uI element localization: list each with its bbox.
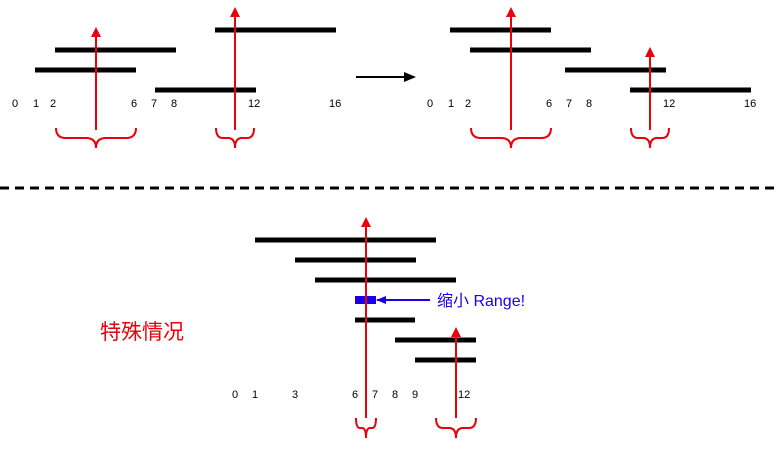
tick-label: 16 [329, 98, 341, 110]
tick-label: 1 [33, 98, 39, 110]
tick-label: 1 [252, 389, 258, 401]
tick-label: 1 [448, 98, 454, 110]
shrink-range-note: 缩小 Range! [437, 292, 525, 310]
tick-label: 2 [465, 98, 471, 110]
group-brace [55, 127, 137, 149]
tick-label: 7 [151, 98, 157, 110]
tick-label: 6 [352, 389, 358, 401]
tick-label: 12 [458, 389, 470, 401]
group-brace [215, 127, 255, 149]
tick-label: 8 [171, 98, 177, 110]
tick-label: 16 [744, 98, 756, 110]
tick-label: 12 [248, 98, 260, 110]
tick-label: 7 [566, 98, 572, 110]
tick-label: 8 [392, 389, 398, 401]
tick-label: 2 [50, 98, 56, 110]
tick-label: 7 [372, 389, 378, 401]
tick-label: 6 [546, 98, 552, 110]
tick-label: 9 [412, 389, 418, 401]
tick-label: 3 [292, 389, 298, 401]
panel-top-right: 0 1 2 6 7 8 12 16 [427, 7, 756, 149]
tick-label: 0 [232, 389, 238, 401]
tick-label: 0 [427, 98, 433, 110]
group-brace [630, 127, 670, 149]
tick-label: 0 [12, 98, 18, 110]
panel-top-left: 0 1 2 6 7 8 12 16 [12, 7, 341, 149]
group-brace [470, 127, 552, 149]
panel-bottom: 缩小 Range! 特殊情况 0 1 3 6 7 8 9 12 [100, 217, 525, 439]
tick-label: 12 [663, 98, 675, 110]
tick-label: 6 [131, 98, 137, 110]
group-brace [435, 417, 477, 439]
special-case-label: 特殊情况 [100, 321, 184, 344]
group-brace [355, 417, 377, 439]
tick-label: 8 [586, 98, 592, 110]
